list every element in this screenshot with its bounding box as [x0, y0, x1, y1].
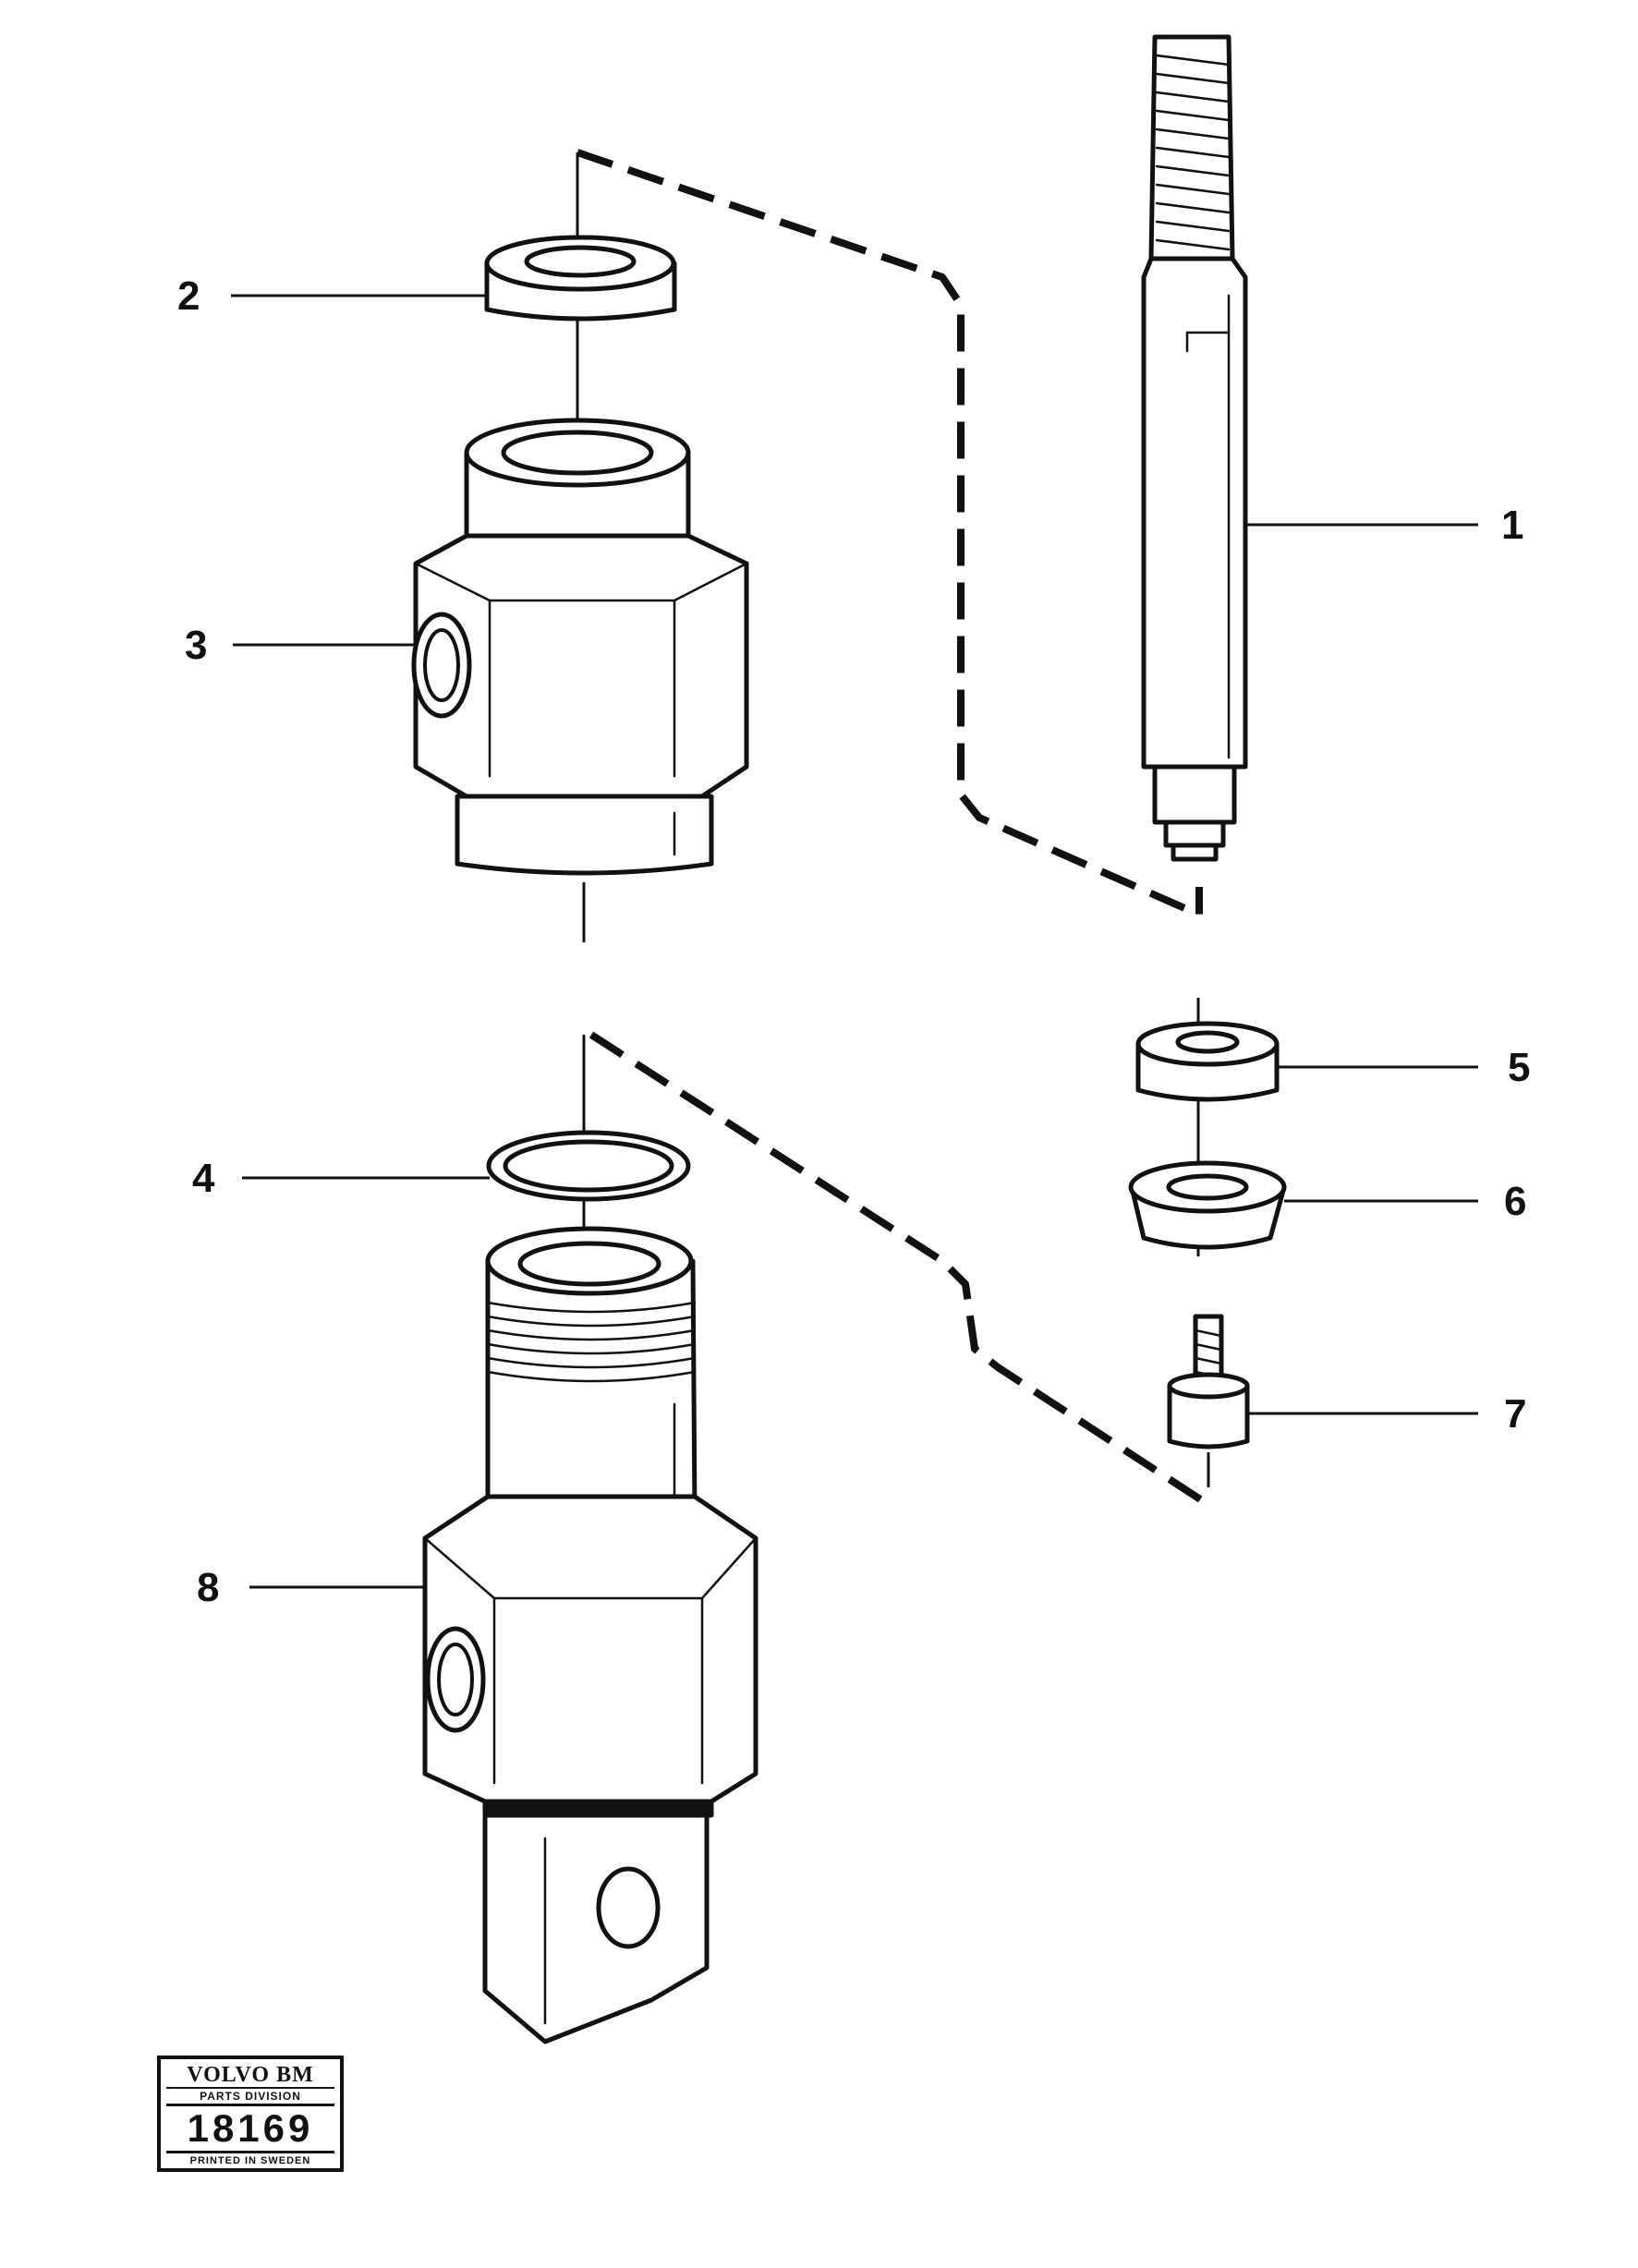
- assembly-line-upper: [576, 149, 1203, 918]
- parts-stamp: VOLVO BM PARTS DIVISION 18169 PRINTED IN…: [157, 2056, 344, 2172]
- stamp-number: 18169: [187, 2106, 314, 2150]
- part-3-housing: [233, 418, 749, 942]
- stamp-footer: PRINTED IN SWEDEN: [166, 2151, 334, 2168]
- part-7-screw: [1167, 1314, 1478, 1487]
- part-2-seal: [231, 152, 677, 434]
- part-5-bushing: [1135, 998, 1478, 1256]
- part-8-pivot: [249, 1226, 758, 2044]
- callout-5: 5: [1508, 1045, 1530, 1090]
- callout-6: 6: [1504, 1179, 1526, 1224]
- part-6-guide: [1128, 1160, 1478, 1250]
- assembly-line-lower: [588, 1031, 1213, 1510]
- callout-2: 2: [177, 273, 200, 319]
- callout-7: 7: [1504, 1391, 1526, 1437]
- part-4-washer: [242, 1035, 691, 1284]
- part-1-spindle: [1141, 34, 1478, 862]
- callout-3: 3: [185, 623, 207, 668]
- callout-1: 1: [1501, 503, 1523, 548]
- callout-4: 4: [192, 1156, 215, 1201]
- stamp-division: PARTS DIVISION: [166, 2089, 334, 2106]
- callout-8: 8: [197, 1565, 219, 1610]
- stamp-brand: VOLVO BM: [166, 2063, 334, 2089]
